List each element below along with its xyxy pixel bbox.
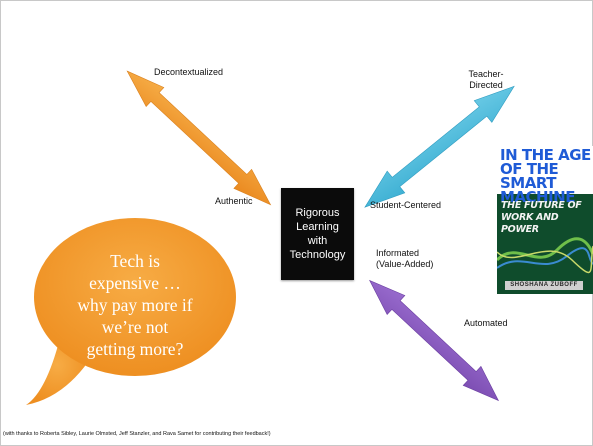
label-student-centered: Student-Centered <box>370 200 442 210</box>
footnote: (with thanks to Roberta Sibley, Laurie O… <box>3 431 271 437</box>
label-informated: Informated (Value-Added) <box>376 248 434 269</box>
book-subtitle: THE FUTURE OF WORK AND POWER <box>501 200 582 235</box>
purple-double-arrow <box>369 279 500 402</box>
book-author: SHOSHANA ZUBOFF <box>505 281 583 290</box>
label-authentic: Authentic <box>215 196 253 206</box>
center-box-line: Technology <box>289 249 346 261</box>
blue-double-arrow <box>364 85 515 208</box>
orange-double-arrow <box>126 70 272 206</box>
book-swirl-graphic <box>497 237 593 274</box>
book-cover-image: IN THE AGE OF THE SMART MACHINE THE FUTU… <box>497 146 593 294</box>
speech-bubble-text: Tech is expensive … why pay more if we’r… <box>77 251 193 359</box>
label-automated: Automated <box>464 318 508 328</box>
center-box-line: Rigorous <box>295 207 340 219</box>
book-title: IN THE AGE OF THE SMART MACHINE <box>500 146 591 206</box>
center-concept-box: Rigorous Learning with Technology <box>281 188 354 280</box>
center-box-line: Learning <box>296 221 339 233</box>
label-decontextualized: Decontextualized <box>154 67 224 77</box>
center-box-line: with <box>307 235 328 247</box>
label-teacher-directed: Teacher- Directed <box>468 69 504 90</box>
speech-bubble-shape <box>26 218 236 405</box>
